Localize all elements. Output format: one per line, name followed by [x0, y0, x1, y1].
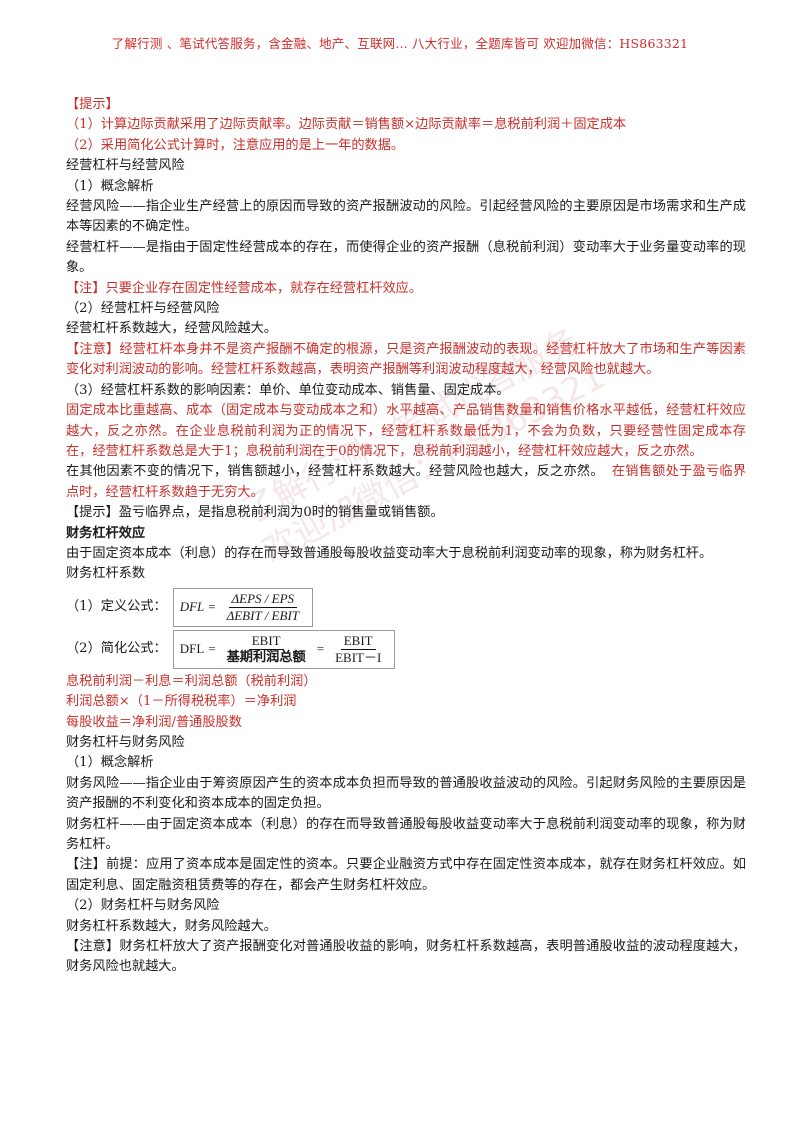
paragraph-text: （1）概念解析	[66, 178, 154, 194]
paragraph: 【注意】财务杠杆放大了资产报酬变化对普通股收益的影响，财务杠杆系数越高，表明普通…	[66, 937, 746, 978]
formula-simplified-label: （2）简化公式：	[66, 641, 167, 657]
paragraph: 利润总额×（1－所得税税率）＝净利润	[66, 692, 746, 712]
paragraph-block-operating-leverage: 【提示】 （1）计算边际贡献采用了边际贡献率。边际贡献＝销售额×边际贡献率＝息税前…	[66, 95, 746, 585]
paragraph-text: 财务风险——指企业由于筹资原因产生的资本成本负担而导致的普通股收益波动的风险。引…	[66, 775, 746, 812]
paragraph-text: 【注意】经营杠杆本身并不是资产报酬不确定的根源，只是资产报酬波动的表现。经营杠杆…	[66, 341, 746, 378]
paragraph-text: 【注意】财务杠杆放大了资产报酬变化对普通股收益的影响，财务杠杆系数越高，表明普通…	[66, 939, 746, 975]
paragraph: 固定成本比重越高、成本（固定成本与变动成本之和）水平越高、产品销售数量和销售价格…	[66, 401, 746, 462]
formula-numerator: EBIT	[340, 633, 376, 650]
paragraph-text: 在其他因素不变的情况下，销售额越小，经营杠杆系数越大。经营风险也越大，反之亦然。	[66, 464, 604, 480]
paragraph-text: （1）计算边际贡献采用了边际贡献率。边际贡献＝销售额×边际贡献率＝息税前利润＋固…	[66, 117, 627, 133]
paragraph-text: 财务杠杆系数	[66, 566, 146, 582]
paragraph: （1）计算边际贡献采用了边际贡献率。边际贡献＝销售额×边际贡献率＝息税前利润＋固…	[66, 115, 746, 135]
paragraph-text: 【提示】盈亏临界点，是指息税前利润为0时的销售量或销售额。	[66, 505, 444, 521]
formula-fraction: ΔEPS / EPS ΔEBIT / EBIT	[224, 591, 302, 624]
formula-denominator: ΔEBIT / EBIT	[226, 607, 299, 623]
paragraph-text: 财务杠杆效应	[66, 525, 146, 541]
paragraph-text: （3）经营杠杆系数的影响因素：单价、单位变动成本、销售量、固定成本。	[66, 382, 510, 398]
paragraph-text: 【注】前提：应用了资本成本是固定性的资本。只要企业融资方式中存在固定性资本成本，…	[66, 857, 746, 893]
formula-denominator: 基期利润总额	[226, 649, 306, 665]
paragraph-text: 经营杠杆系数越大，经营风险越大。	[66, 321, 277, 337]
paragraph: 在其他因素不变的情况下，销售额越小，经营杠杆系数越大。经营风险也越大，反之亦然。…	[66, 462, 746, 503]
paragraph-text: 息税前利润－利息＝利润总额（税前利润）	[66, 673, 317, 689]
formula-lhs: DFL	[179, 599, 205, 615]
paragraph-text: （2）经营杠杆与经营风险	[66, 301, 220, 317]
paragraph-text: 财务杠杆——由于固定资本成本（利息）的存在而导致普通股每股收益变动率大于息税前利…	[66, 816, 746, 852]
paragraph: （1）概念解析	[66, 753, 746, 773]
paragraph-text: （2）采用简化公式计算时，注意应用的是上一年的数据。	[66, 137, 405, 153]
paragraph: 经营风险——指企业生产经营上的原因而导致的资产报酬波动的风险。引起经营风险的主要…	[66, 197, 746, 238]
paragraph: （1）概念解析	[66, 177, 746, 197]
paragraph: 财务杠杆系数	[66, 564, 746, 584]
paragraph: 财务杠杆——由于固定资本成本（利息）的存在而导致普通股每股收益变动率大于息税前利…	[66, 815, 746, 856]
paragraph: 经营杠杆与经营风险	[66, 156, 746, 176]
paragraph-block-financial-risk: 息税前利润－利息＝利润总额（税前利润） 利润总额×（1－所得税税率）＝净利润每股收…	[66, 672, 746, 978]
paragraph: 【注意】经营杠杆本身并不是资产报酬不确定的根源，只是资产报酬波动的表现。经营杠杆…	[66, 340, 746, 381]
paragraph: 经营杠杆——是指由于固定性经营成本的存在，而使得企业的资产报酬（息税前利润）变动…	[66, 238, 746, 279]
paragraph: 每股收益＝净利润/普通股股数	[66, 713, 746, 733]
paragraph-text: 经营杠杆与经营风险	[66, 158, 185, 174]
paragraph: 【注】只要企业存在固定性经营成本，就存在经营杠杆效应。	[66, 279, 746, 299]
formula-definition-box: DFL = ΔEPS / EPS ΔEBIT / EBIT	[172, 587, 313, 627]
formula-fraction: EBIT EBIT－I	[332, 633, 384, 666]
paragraph-text: 经营风险——指企业生产经营上的原因而导致的资产报酬波动的风险。引起经营风险的主要…	[66, 199, 746, 235]
paragraph: （2）经营杠杆与经营风险	[66, 299, 746, 319]
formula-equals: =	[208, 641, 216, 657]
formula-lhs: DFL	[179, 641, 205, 657]
formula-definition: （1）定义公式： DFL = ΔEPS / EPS ΔEBIT / EBIT	[66, 587, 746, 627]
formula-denominator: EBIT－I	[335, 649, 382, 665]
paragraph: （2）财务杠杆与财务风险	[66, 896, 746, 916]
paragraph-text: 利润总额×（1－所得税税率）＝净利润	[66, 694, 297, 710]
paragraph-text: 【注】只要企业存在固定性经营成本，就存在经营杠杆效应。	[66, 280, 423, 296]
formula-definition-label: （1）定义公式：	[66, 599, 167, 615]
paragraph-text: 固定成本比重越高、成本（固定成本与变动成本之和）水平越高、产品销售数量和销售价格…	[66, 403, 746, 459]
paragraph: 【提示】盈亏临界点，是指息税前利润为0时的销售量或销售额。	[66, 503, 746, 523]
paragraph-text: 财务杠杆系数越大，财务风险越大。	[66, 918, 277, 934]
paragraph-text: 由于固定资本成本（利息）的存在而导致普通股每股收益变动率大于息税前利润变动率的现…	[66, 545, 713, 561]
paragraph-text: 每股收益＝净利润/普通股股数	[66, 714, 242, 730]
formula-simplified: （2）简化公式： DFL = EBIT 基期利润总额 = EBIT EBIT－I	[66, 629, 746, 669]
paragraph: （3）经营杠杆系数的影响因素：单价、单位变动成本、销售量、固定成本。	[66, 381, 746, 401]
paragraph: 【注】前提：应用了资本成本是固定性的资本。只要企业融资方式中存在固定性资本成本，…	[66, 855, 746, 896]
paragraph: 财务杠杆与财务风险	[66, 733, 746, 753]
paragraph-text: 【提示】	[66, 97, 119, 112]
paragraph-text: 经营杠杆——是指由于固定性经营成本的存在，而使得企业的资产报酬（息税前利润）变动…	[66, 239, 746, 276]
formula-equals: =	[208, 599, 216, 615]
formula-equals: =	[316, 641, 325, 657]
paragraph: 经营杠杆系数越大，经营风险越大。	[66, 319, 746, 339]
paragraph: （2）采用简化公式计算时，注意应用的是上一年的数据。	[66, 136, 746, 156]
document-body: 【提示】 （1）计算边际贡献采用了边际贡献率。边际贡献＝销售额×边际贡献率＝息税前…	[66, 95, 746, 978]
paragraph: 财务杠杆系数越大，财务风险越大。	[66, 917, 746, 937]
paragraph: 由于固定资本成本（利息）的存在而导致普通股每股收益变动率大于息税前利润变动率的现…	[66, 544, 746, 564]
formula-numerator: EBIT	[248, 633, 284, 650]
formula-numerator: ΔEPS / EPS	[228, 591, 298, 608]
paragraph: 【提示】	[66, 95, 746, 115]
paragraph-text: 财务杠杆与财务风险	[66, 734, 185, 750]
paragraph-text: （2）财务杠杆与财务风险	[66, 898, 220, 914]
paragraph: 息税前利润－利息＝利润总额（税前利润）	[66, 672, 746, 692]
formula-simplified-box: DFL = EBIT 基期利润总额 = EBIT EBIT－I	[172, 629, 396, 669]
header-advert: 了解行测 、笔试代答服务，含金融、地产、互联网... 八大行业，全题库皆可 欢迎…	[111, 36, 689, 51]
paragraph-highlight: 在销售额处于盈亏临界点时，经营杠杆系数趋于无穷大。	[66, 464, 747, 500]
paragraph: 财务杠杆效应	[66, 524, 746, 544]
paragraph: 财务风险——指企业由于筹资原因产生的资本成本负担而导致的普通股收益波动的风险。引…	[66, 774, 746, 815]
formula-fraction: EBIT 基期利润总额	[224, 633, 309, 666]
paragraph-text: （1）概念解析	[66, 755, 154, 771]
